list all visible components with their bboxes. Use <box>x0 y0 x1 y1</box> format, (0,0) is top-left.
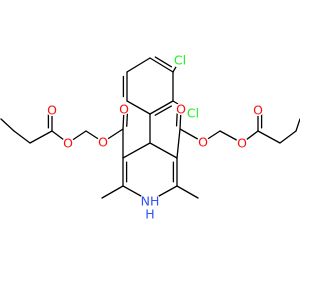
bond-line <box>126 100 151 115</box>
bond-line <box>154 105 172 116</box>
bond-line <box>149 142 178 159</box>
bond-line <box>126 57 151 73</box>
bond-line <box>101 185 124 199</box>
atom-label-background <box>185 105 201 121</box>
oxygen-label: O <box>253 103 263 118</box>
bond-line <box>0 118 15 132</box>
oxygen-label: O <box>47 103 57 118</box>
atom-label-background <box>175 103 187 115</box>
hydrogen-label: H <box>145 207 154 222</box>
bond-line <box>176 128 181 159</box>
bond-line <box>122 142 151 159</box>
nh-label: NH <box>141 194 160 209</box>
atom-label-background <box>236 137 248 149</box>
atom-label-background <box>197 136 209 148</box>
bond-line <box>154 56 173 68</box>
bond-lines <box>0 56 300 202</box>
oxygen-label: O <box>63 136 73 151</box>
bond-line <box>295 118 300 132</box>
oxygen-label: O <box>176 102 186 117</box>
oxygen-label: O <box>98 135 108 150</box>
bond-line <box>279 130 297 144</box>
atom-label-background <box>118 103 130 115</box>
atom-label-background <box>62 137 74 149</box>
bond-line <box>126 111 129 127</box>
chloro-label: Cl <box>174 53 186 68</box>
bond-line <box>176 185 199 199</box>
bond-line <box>149 100 174 115</box>
atom-label-background <box>172 52 188 68</box>
oxygen-label: O <box>119 102 129 117</box>
bond-line <box>29 130 53 144</box>
atom-label-background <box>46 104 58 116</box>
atom-label-background <box>140 191 160 211</box>
atom-label-background <box>97 136 109 148</box>
oxygen-label: O <box>237 136 247 151</box>
bond-line <box>149 57 174 73</box>
oxygen-label: O <box>198 135 208 150</box>
bond-line <box>13 130 31 144</box>
bond-line <box>257 130 281 144</box>
chloro-label: Cl <box>187 106 199 121</box>
atom-label-background <box>252 104 264 116</box>
bond-line <box>175 111 178 127</box>
